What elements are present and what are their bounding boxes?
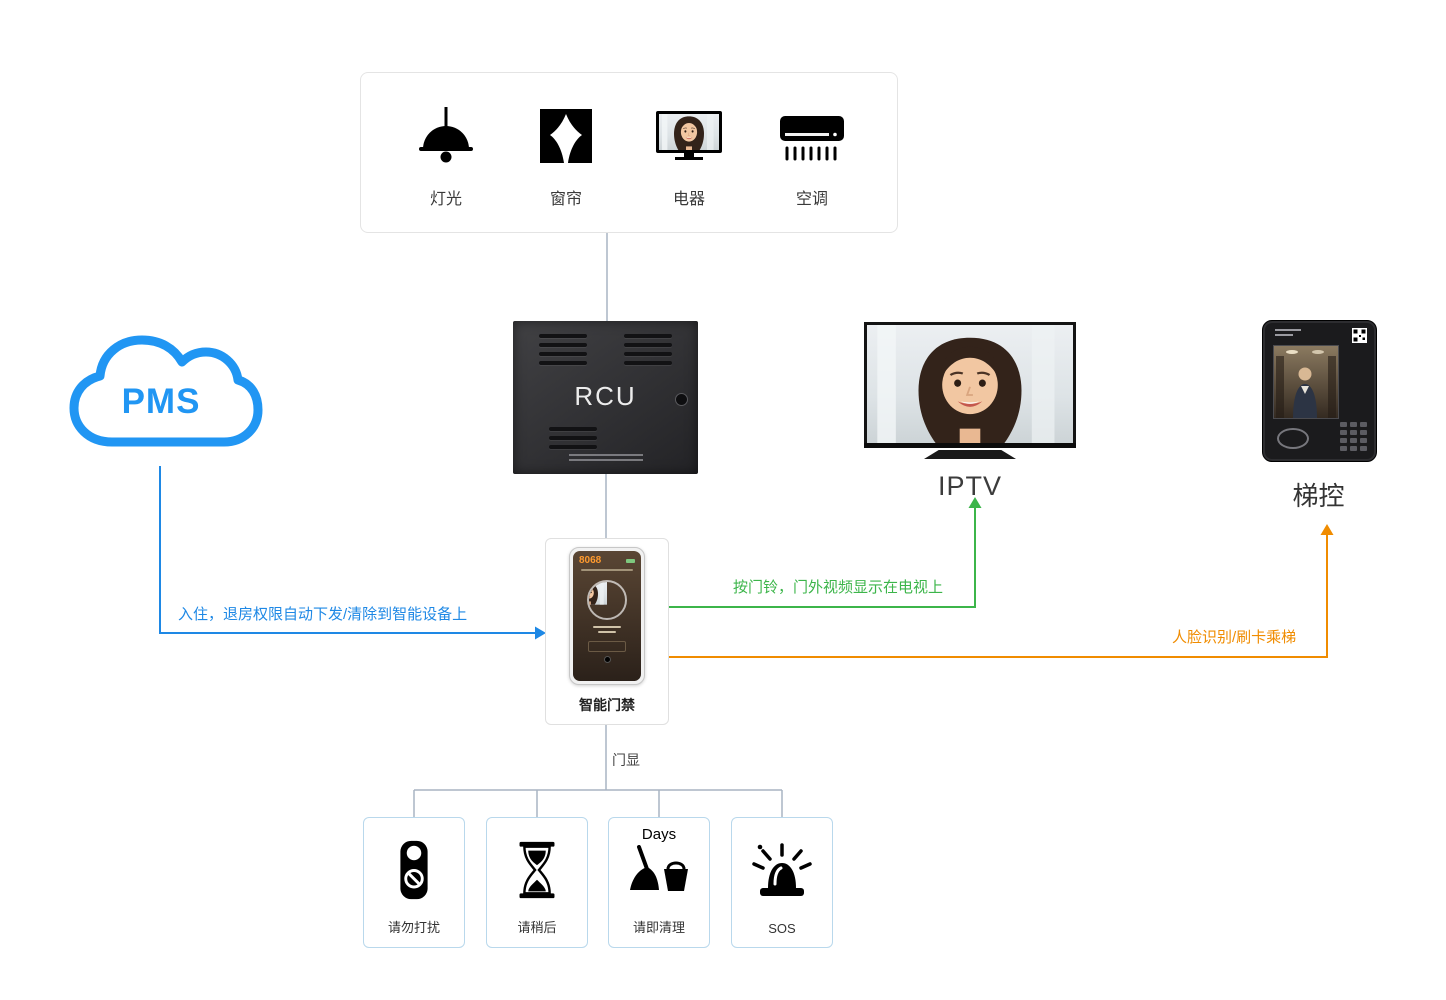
elevator-control-label: 梯控 (1292, 481, 1345, 511)
pms-label: PMS (121, 382, 201, 421)
rcu-fineprint (568, 451, 643, 464)
device-label-lighting: 灯光 (429, 190, 462, 208)
card-reader-icon (1277, 428, 1309, 449)
status-box-sos: SOS (731, 817, 833, 948)
visitor-portrait (587, 580, 627, 620)
iptv-bezel (864, 443, 1076, 448)
door-access-node: 8068 智能门禁 (545, 538, 669, 725)
rcu-lock-icon (675, 393, 688, 406)
device-item-lighting: 灯光 (411, 103, 481, 209)
elevator-control-node: 梯控 (1262, 320, 1377, 513)
status-label-clean: 请即清理 (632, 920, 685, 935)
elevator-screen (1273, 345, 1339, 419)
screen-text-bar (593, 626, 621, 628)
iptv-label: IPTV (937, 471, 1002, 501)
device-label-appliance: 电器 (672, 190, 705, 208)
screen-text-bar (581, 569, 633, 571)
gray-connectors (413, 233, 783, 817)
door-access-device: 8068 (569, 547, 645, 685)
status-box-do-not-disturb: 请勿打扰 (363, 817, 465, 948)
status-sub-days: Days (641, 826, 677, 843)
device-item-aircon: 空调 (777, 103, 847, 209)
air-conditioner-icon (780, 115, 844, 160)
door-access-screen: 8068 (573, 551, 641, 681)
status-box-wait: 请稍后 (486, 817, 588, 948)
qr-code-icon (1352, 328, 1367, 343)
status-box-clean: Days 请即清理 (608, 817, 710, 948)
tv-appliance-icon (656, 110, 722, 160)
device-item-curtains: 窗帘 (531, 103, 601, 209)
rcu-unit: RCU (513, 321, 698, 474)
cloud-icon (69, 335, 263, 447)
battery-icon (626, 558, 635, 563)
device-item-appliance: 电器 (651, 103, 727, 209)
flow-door-access-to-elevator (668, 524, 1334, 658)
iptv-stand (924, 450, 1016, 459)
door-access-room-id: 8068 (579, 555, 602, 566)
flow-label-iptv: 按门铃，门外视频显示在电视上 (733, 579, 944, 596)
camera-icon (603, 656, 611, 663)
device-label-aircon: 空调 (795, 190, 828, 208)
device-label-curtains: 窗帘 (549, 190, 582, 208)
curtains-icon (540, 108, 592, 163)
status-label-do-not-disturb: 请勿打扰 (387, 920, 440, 935)
iptv-picture (867, 325, 1073, 445)
room-device-panel: 灯光 窗帘 电器 (360, 72, 898, 233)
hourglass-icon (519, 841, 555, 899)
flow-door-access-to-iptv (668, 497, 982, 608)
status-label-wait: 请稍后 (517, 920, 557, 935)
keypad-area (588, 641, 626, 652)
rcu-label: RCU (574, 381, 637, 411)
pms-cloud: PMS (58, 318, 264, 468)
door-display-label: 门显 (612, 752, 640, 768)
siren-icon (752, 843, 812, 896)
rcu-vents (624, 334, 672, 365)
door-access-label: 智能门禁 (579, 697, 635, 713)
elevator-control-device (1262, 320, 1377, 462)
door-hanger-icon (400, 840, 428, 900)
flow-label-pms: 入住，退房权限自动下发/清除到智能设备上 (178, 606, 468, 623)
iptv-screen (864, 322, 1076, 448)
flow-label-elevator: 人脸识别/刷卡乘梯 (1172, 629, 1297, 646)
flow-pms-to-door-access (159, 466, 546, 640)
iptv-node: IPTV (864, 322, 1076, 502)
rcu-vents (549, 427, 597, 449)
rcu-vents (539, 334, 587, 365)
cleaning-icon (630, 845, 688, 891)
elevator-keypad (1340, 422, 1367, 451)
pendant-lamp-icon (419, 106, 473, 162)
status-label-sos: SOS (768, 921, 796, 936)
screen-text-bar (598, 631, 616, 633)
